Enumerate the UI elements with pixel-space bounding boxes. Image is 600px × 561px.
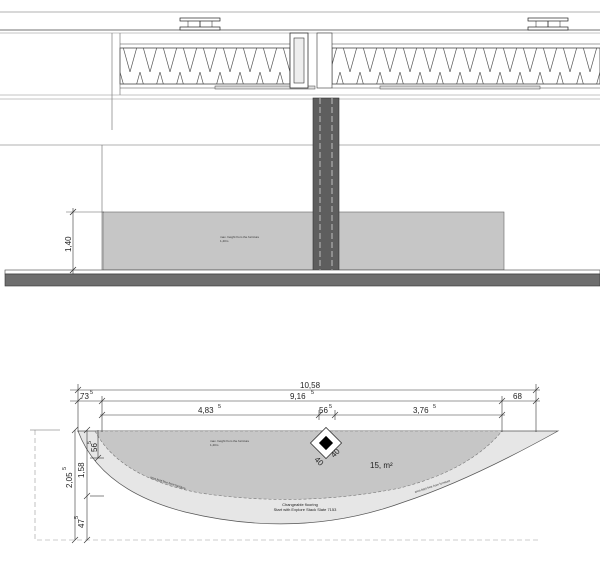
elevation-note-2: 1,40m	[220, 239, 229, 243]
column-symbol	[309, 426, 343, 460]
plan-note-1: max. height from the furniture	[210, 439, 250, 443]
elevation-height-dimension: 1,40	[64, 208, 104, 274]
dim-seg1-sup: 5	[218, 404, 221, 410]
plan-dimensions-vertical	[71, 426, 104, 544]
beam-detail-right	[527, 17, 569, 31]
plan-note-2: 1,40m	[210, 443, 219, 447]
beam-detail-left	[179, 17, 221, 31]
dim-seg3: 3,76	[413, 406, 429, 415]
dim-v-top: 56	[90, 443, 99, 452]
dim-inner-sup: 5	[311, 390, 314, 396]
floor-finish	[4, 269, 600, 275]
dim-inner: 9,16	[290, 392, 306, 401]
plan-view: 40 40 15, m² max. height from the furnit…	[30, 381, 560, 544]
dim-seg3-sup: 5	[433, 404, 436, 410]
dim-v-mid: 1,58	[77, 462, 86, 478]
elevation-view: max. height from the furniture 1,40m 1,4…	[0, 11, 600, 287]
dim-v-total: 2,05	[65, 472, 74, 488]
dim-v-total-sup: 5	[62, 467, 68, 470]
dim-column-sup: 5	[329, 404, 332, 410]
dim-v-top-sup: 5	[87, 441, 93, 444]
truss-right	[331, 43, 600, 89]
dim-total: 10,58	[300, 381, 321, 390]
floor-slab	[4, 273, 600, 287]
area-label: 15, m²	[370, 461, 393, 470]
dim-left: 73	[80, 392, 89, 401]
dim-v-bottom: 47	[77, 519, 86, 528]
dim-left-sup: 5	[90, 390, 93, 396]
dim-right: 68	[513, 392, 522, 401]
dim-v-bottom-sup: 5	[74, 516, 80, 519]
plan-dimensions-horizontal	[70, 384, 540, 432]
dim-seg1: 4,83	[198, 406, 214, 415]
truss-left	[119, 33, 291, 95]
elevation-note-1: max. height from the furniture	[220, 235, 260, 239]
floor-note-1: Changeable flooring	[282, 502, 318, 507]
floor-note-2: Start with Explore Stack Slate 7153	[274, 507, 337, 512]
column	[312, 97, 340, 273]
elevation-height-label: 1,40	[64, 236, 73, 252]
furniture-zone	[94, 430, 503, 500]
column-connector	[289, 32, 333, 89]
furniture-block	[102, 211, 505, 271]
dim-column: 56	[319, 406, 328, 415]
